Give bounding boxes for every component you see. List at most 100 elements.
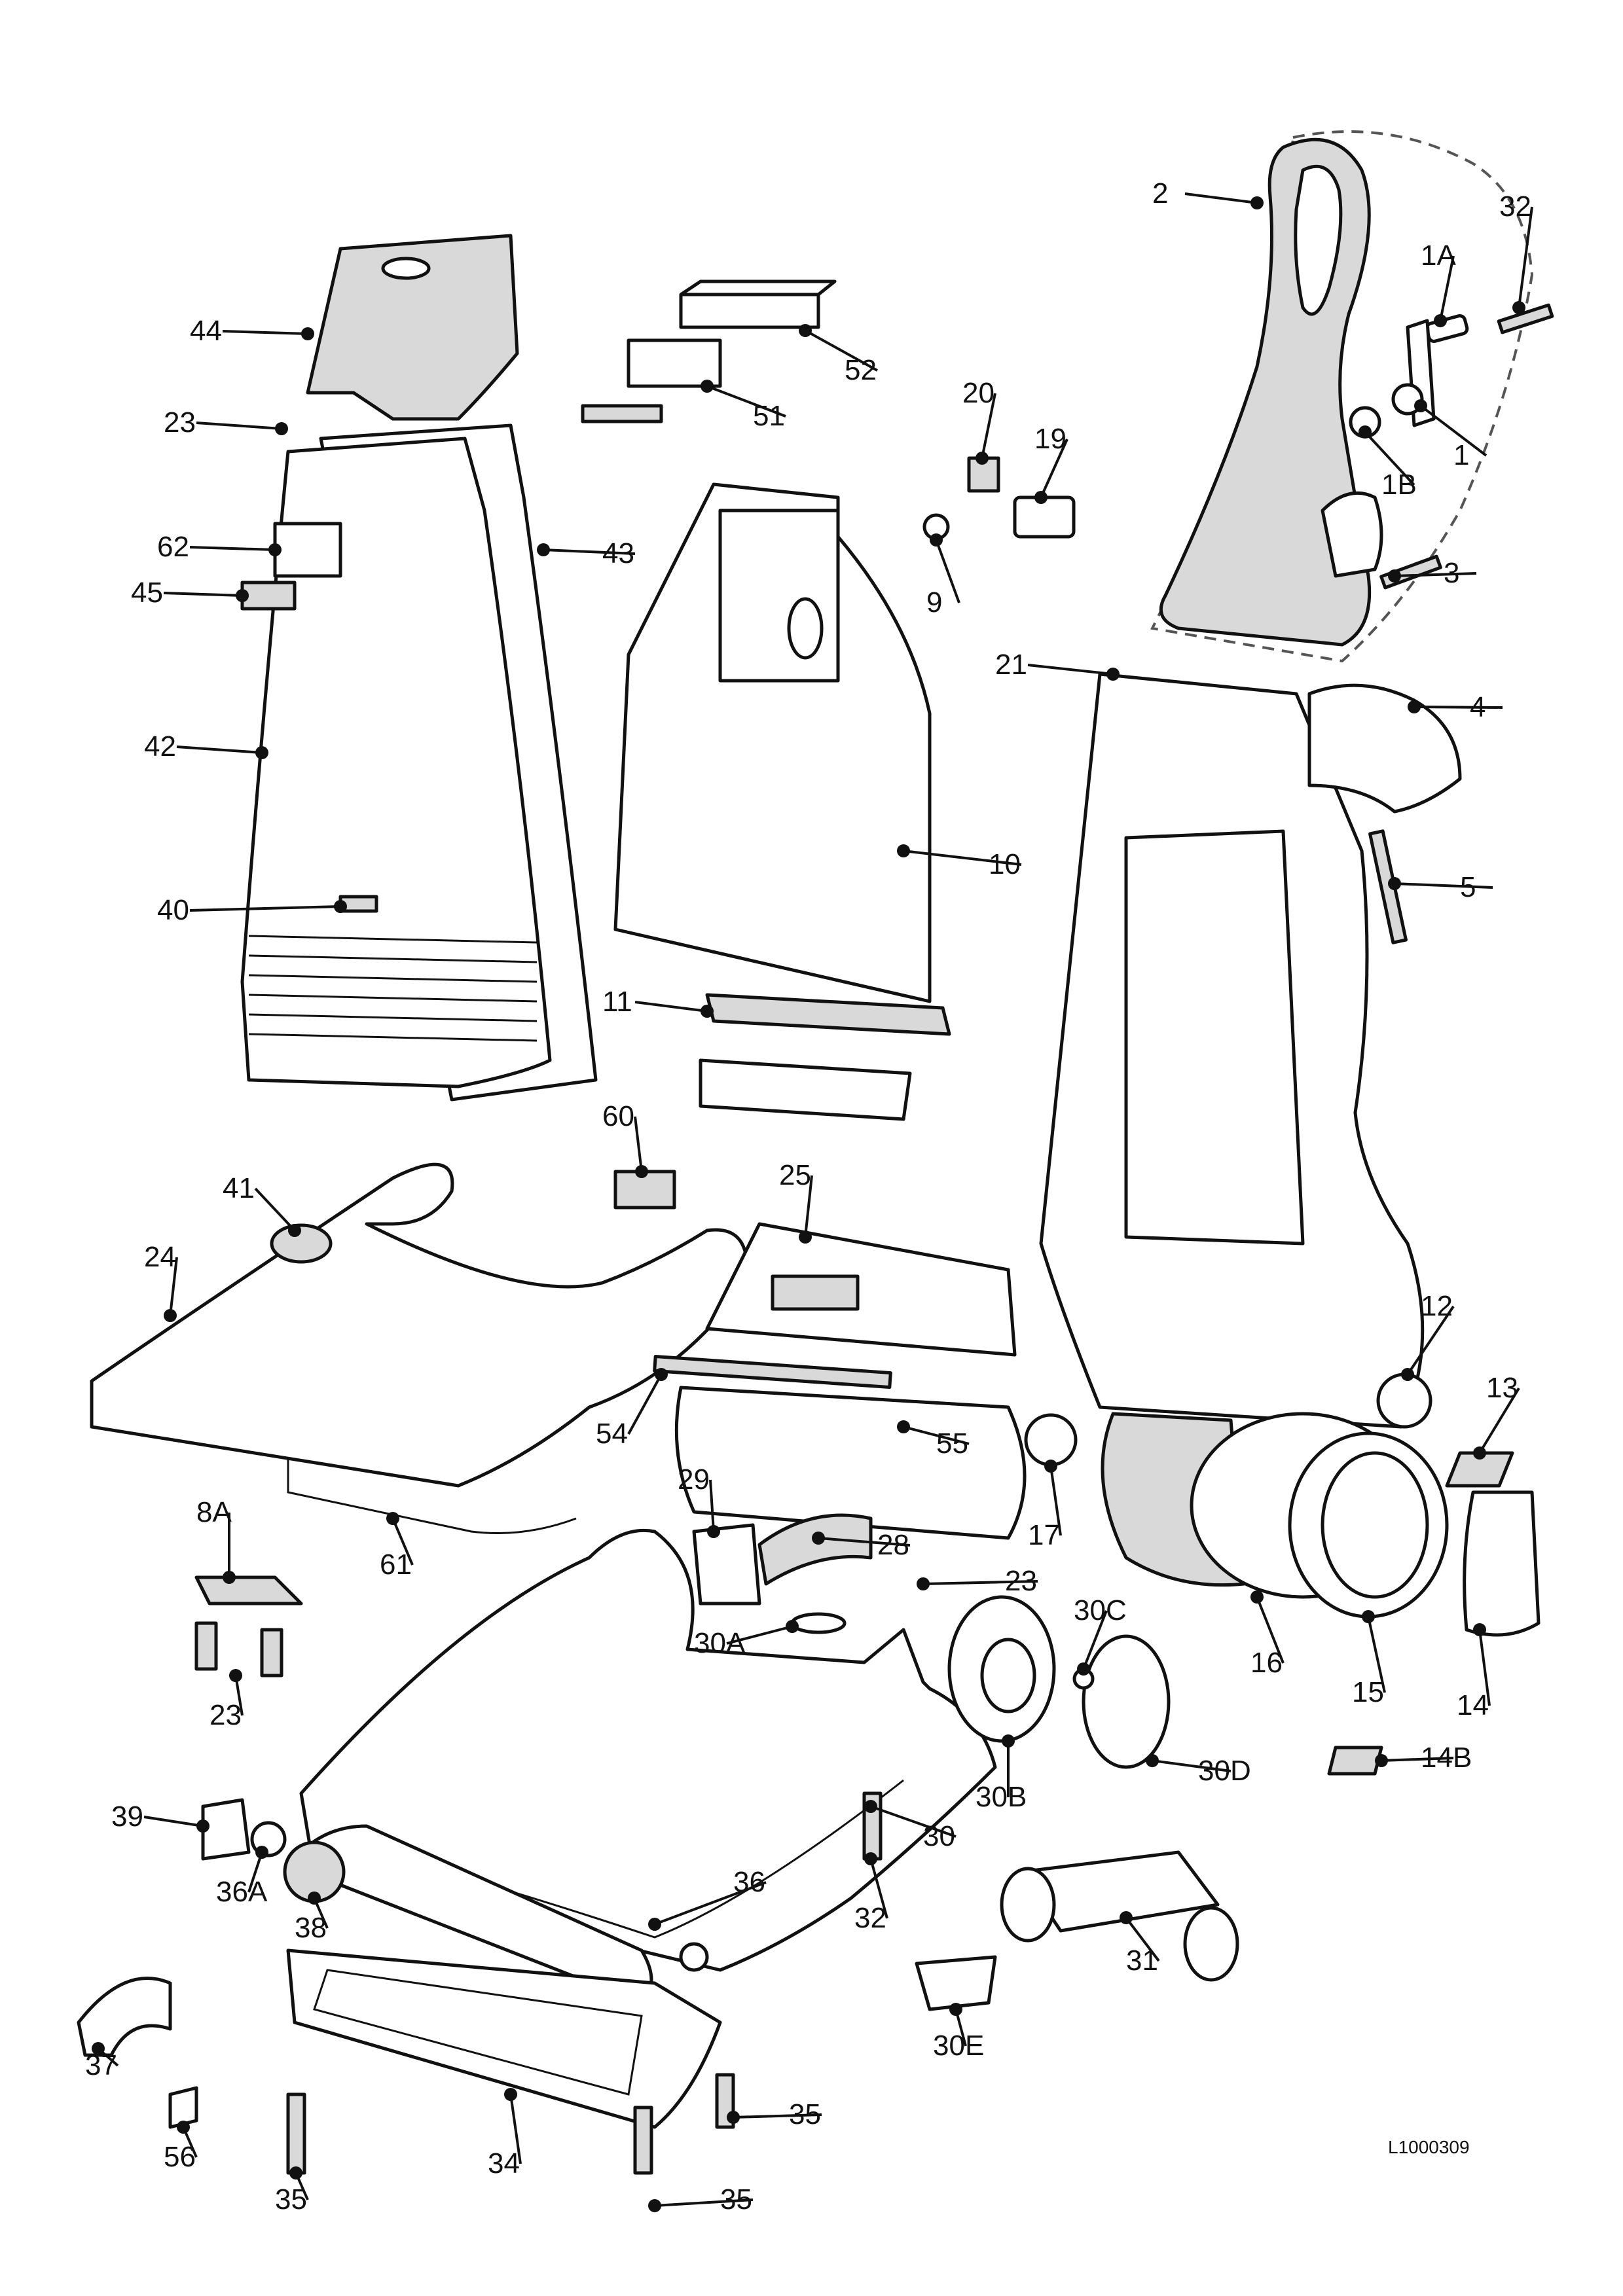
leader-dot-51 bbox=[701, 380, 714, 393]
part-31-wheel-right bbox=[1183, 1906, 1239, 1982]
leader-line-20 bbox=[981, 393, 996, 459]
leader-line-30a bbox=[726, 1625, 793, 1645]
leader-line-30d bbox=[1152, 1759, 1231, 1772]
part-19-relay bbox=[1013, 495, 1076, 539]
leader-line-9 bbox=[935, 539, 960, 603]
leader-dot-32 bbox=[864, 1852, 877, 1865]
part-42-front-cover bbox=[240, 437, 552, 1088]
part-30a-axle-pin bbox=[790, 1612, 847, 1634]
leader-dot-35 bbox=[727, 2111, 740, 2124]
callout-label-30b: 30B bbox=[976, 1781, 1027, 1813]
callout-label-54: 54 bbox=[596, 1418, 628, 1450]
leader-dot-39 bbox=[196, 1820, 210, 1833]
callout-label-25: 25 bbox=[779, 1159, 811, 1191]
callout-label-28: 28 bbox=[877, 1529, 909, 1561]
leader-line-51 bbox=[706, 385, 786, 418]
reference-code: L1000309 bbox=[1388, 2137, 1470, 2157]
callout-label-17: 17 bbox=[1028, 1519, 1060, 1551]
leader-dot-1b bbox=[1359, 425, 1372, 439]
leader-dot-43 bbox=[537, 543, 550, 556]
part-30d-wheel-cover bbox=[1082, 1634, 1171, 1769]
leader-dot-30c bbox=[1077, 1662, 1090, 1676]
callout-label-42: 42 bbox=[144, 730, 176, 762]
callout-label-13: 13 bbox=[1486, 1372, 1518, 1404]
part-45-clip bbox=[240, 581, 297, 611]
callout-label-11: 11 bbox=[602, 986, 632, 1018]
leader-line-4 bbox=[1413, 706, 1503, 709]
part-23-screw-left bbox=[194, 1621, 218, 1671]
callout-label-12: 12 bbox=[1421, 1290, 1453, 1322]
leader-dot-3 bbox=[1388, 569, 1401, 583]
callout-label-32: 32 bbox=[854, 1902, 886, 1934]
leader-dot-37 bbox=[92, 2042, 105, 2055]
leader-dot-13 bbox=[1473, 1446, 1486, 1460]
part-35-screw-2 bbox=[715, 2073, 735, 2129]
part-34-plate-inner bbox=[313, 1969, 643, 2096]
leader-dot-30b bbox=[1002, 1734, 1015, 1748]
leader-line-14 bbox=[1478, 1629, 1491, 1706]
leader-dot-32 bbox=[1512, 301, 1525, 314]
leader-dot-10 bbox=[897, 844, 910, 857]
part-17-fan bbox=[1024, 1413, 1078, 1467]
leader-line-44 bbox=[222, 330, 308, 335]
leader-line-2 bbox=[1184, 192, 1258, 204]
callout-label-36a: 36A bbox=[216, 1876, 268, 1908]
callout-label-21: 21 bbox=[995, 649, 1027, 681]
leader-dot-40 bbox=[334, 900, 347, 913]
leader-dot-38 bbox=[308, 1892, 321, 1905]
part-23-screw-right bbox=[260, 1628, 283, 1677]
leader-dot-14b bbox=[1375, 1754, 1388, 1767]
leader-line-3 bbox=[1394, 572, 1477, 577]
leader-line-11 bbox=[634, 1001, 708, 1013]
leader-line-29 bbox=[709, 1479, 715, 1532]
leader-line-32 bbox=[869, 1858, 888, 1919]
leader-line-23 bbox=[922, 1580, 1038, 1585]
leader-line-17 bbox=[1049, 1465, 1062, 1536]
part-10-bag-opening bbox=[787, 597, 824, 660]
leader-dot-23 bbox=[917, 1577, 930, 1590]
leader-line-55 bbox=[903, 1426, 970, 1445]
leader-dot-21 bbox=[1106, 668, 1120, 681]
leader-line-30 bbox=[870, 1805, 957, 1838]
callout-label-52: 52 bbox=[845, 354, 877, 386]
callout-label-29: 29 bbox=[678, 1463, 710, 1496]
part-3-brush bbox=[1321, 491, 1383, 578]
part-25-grille-panel bbox=[705, 1222, 1017, 1357]
leader-dot-25 bbox=[799, 1230, 812, 1244]
leader-dot-19 bbox=[1034, 491, 1048, 504]
callout-label-40: 40 bbox=[157, 894, 189, 926]
leader-line-39 bbox=[143, 1816, 204, 1827]
part-32-screw-top bbox=[1497, 303, 1554, 334]
part-54-rod bbox=[653, 1354, 892, 1390]
leader-line-54 bbox=[627, 1374, 663, 1435]
part-14b-tab bbox=[1327, 1746, 1383, 1776]
leader-line-36a bbox=[247, 1852, 263, 1893]
callout-label-62: 62 bbox=[157, 531, 189, 563]
leader-dot-16 bbox=[1250, 1590, 1264, 1604]
leader-dot-23 bbox=[275, 422, 288, 435]
leader-dot-36 bbox=[648, 1918, 661, 1931]
leader-dot-11 bbox=[701, 1005, 714, 1018]
part-36-bearing-right bbox=[679, 1942, 709, 1972]
callout-label-30a: 30A bbox=[694, 1627, 746, 1659]
part-52-module-box bbox=[679, 279, 837, 329]
part-30-base bbox=[299, 1528, 997, 1972]
part-55-motor-housing bbox=[674, 1386, 1027, 1540]
part-24-hood-cover bbox=[90, 1162, 749, 1488]
leader-line-16 bbox=[1256, 1596, 1285, 1664]
part-12-ring bbox=[1376, 1372, 1432, 1429]
callout-label-34: 34 bbox=[488, 2147, 520, 2179]
leader-line-60 bbox=[634, 1116, 643, 1172]
leader-dot-30 bbox=[864, 1800, 877, 1813]
leader-dot-24 bbox=[164, 1309, 177, 1322]
leader-line-1a bbox=[1439, 255, 1455, 321]
callout-label-30d: 30D bbox=[1198, 1755, 1251, 1787]
leader-dot-1 bbox=[1414, 399, 1427, 412]
leader-dot-30e bbox=[949, 2003, 962, 2016]
leader-dot-61 bbox=[386, 1512, 399, 1525]
part-11-filter-lower bbox=[699, 1058, 912, 1121]
callout-leaders bbox=[92, 192, 1533, 2212]
part-10-bag-collar bbox=[718, 509, 840, 683]
parts-illustration bbox=[77, 130, 1554, 2175]
leader-line-1b bbox=[1364, 431, 1415, 486]
